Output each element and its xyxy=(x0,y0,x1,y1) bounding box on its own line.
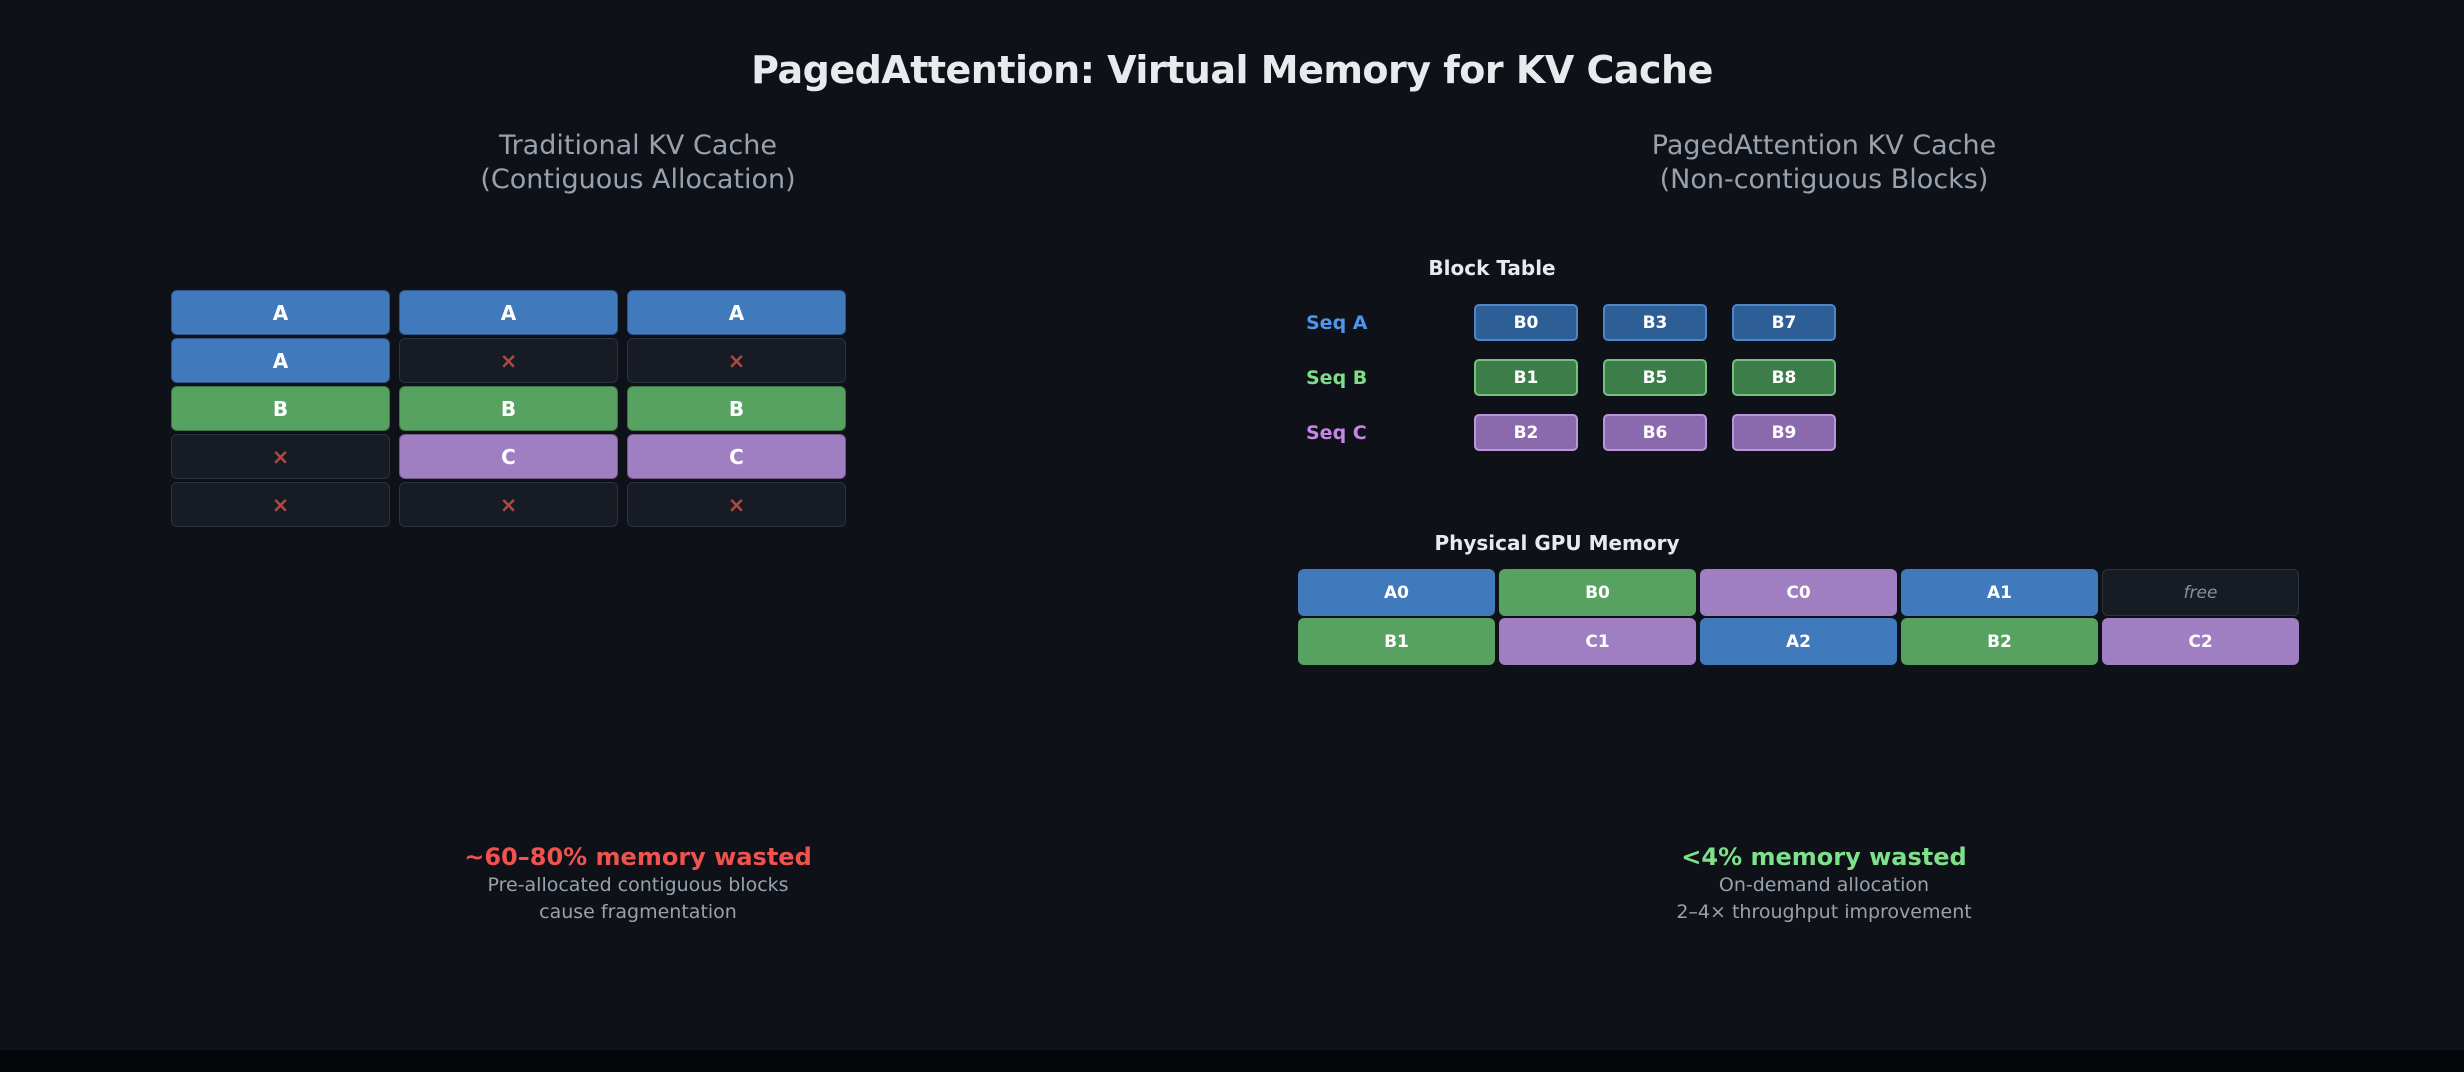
block-id-chip: B3 xyxy=(1603,304,1707,341)
kv-slot-wasted: × xyxy=(627,338,846,383)
memory-block-seq-c: C0 xyxy=(1700,569,1897,616)
kv-slot-wasted: × xyxy=(399,482,618,527)
memory-block-seq-b: B1 xyxy=(1298,618,1495,665)
wasted-memory-headline: ~60–80% memory wasted xyxy=(464,843,812,871)
paged-summary-note-line2: 2–4× throughput improvement xyxy=(1676,901,1972,923)
block-id-chip: B1 xyxy=(1474,359,1578,396)
block-table-row-blocks: B1 B5 B8 xyxy=(1474,359,1836,396)
paged-panel-subtitle-line1: PagedAttention KV Cache xyxy=(1651,130,1997,161)
paged-panel-subtitle-line2: (Non-contiguous Blocks) xyxy=(1659,164,1989,195)
saved-memory-headline: <4% memory wasted xyxy=(1681,843,1967,871)
traditional-panel-subtitle-line2: (Contiguous Allocation) xyxy=(480,164,796,195)
block-id-chip: B7 xyxy=(1732,304,1836,341)
block-id-chip: B6 xyxy=(1603,414,1707,451)
kv-slot-seq-a: A xyxy=(171,290,390,335)
page-title: PagedAttention: Virtual Memory for KV Ca… xyxy=(751,48,1713,92)
paged-summary-note-line1: On-demand allocation xyxy=(1718,874,1930,896)
memory-block-free: free xyxy=(2102,569,2299,616)
block-table-row: Seq C B2 B6 B9 xyxy=(1306,414,1836,451)
paged-summary: <4% memory wasted On-demand allocation 2… xyxy=(1676,842,1971,926)
traditional-panel-subtitle-line1: Traditional KV Cache xyxy=(499,130,777,161)
kv-slot-seq-c: C xyxy=(399,434,618,479)
paged-panel-subtitle: PagedAttention KV Cache (Non-contiguous … xyxy=(1652,129,1996,197)
block-id-chip: B9 xyxy=(1732,414,1836,451)
kv-slot-wasted: × xyxy=(171,434,390,479)
memory-block-seq-b: B2 xyxy=(1901,618,2098,665)
traditional-summary: ~60–80% memory wasted Pre-allocated cont… xyxy=(464,842,812,926)
traditional-panel-subtitle: Traditional KV Cache (Contiguous Allocat… xyxy=(480,129,795,197)
memory-block-seq-b: B0 xyxy=(1499,569,1696,616)
bottom-letterbox-strip xyxy=(0,1050,2464,1072)
memory-block-seq-a: A2 xyxy=(1700,618,1897,665)
seq-a-label: Seq A xyxy=(1306,311,1368,334)
kv-slot-seq-a: A xyxy=(171,338,390,383)
block-table-heading: Block Table xyxy=(1428,256,1556,280)
block-table-row: Seq A B0 B3 B7 xyxy=(1306,304,1836,341)
kv-slot-seq-a: A xyxy=(399,290,618,335)
memory-block-seq-a: A1 xyxy=(1901,569,2098,616)
kv-slot-seq-b: B xyxy=(399,386,618,431)
traditional-summary-note-line2: cause fragmentation xyxy=(539,901,737,923)
kv-slot-seq-b: B xyxy=(627,386,846,431)
kv-slot-wasted: × xyxy=(171,482,390,527)
block-table-row: Seq B B1 B5 B8 xyxy=(1306,359,1836,396)
block-table-row-blocks: B0 B3 B7 xyxy=(1474,304,1836,341)
block-id-chip: B0 xyxy=(1474,304,1578,341)
seq-c-label: Seq C xyxy=(1306,421,1367,444)
block-id-chip: B5 xyxy=(1603,359,1707,396)
memory-block-seq-a: A0 xyxy=(1298,569,1495,616)
kv-slot-seq-c: C xyxy=(627,434,846,479)
seq-b-label: Seq B xyxy=(1306,366,1368,389)
block-table-row-blocks: B2 B6 B9 xyxy=(1474,414,1836,451)
memory-block-seq-c: C2 xyxy=(2102,618,2299,665)
kv-slot-seq-b: B xyxy=(171,386,390,431)
kv-slot-wasted: × xyxy=(627,482,846,527)
kv-slot-seq-a: A xyxy=(627,290,846,335)
block-id-chip: B2 xyxy=(1474,414,1578,451)
gpu-memory-heading: Physical GPU Memory xyxy=(1434,531,1680,555)
kv-slot-wasted: × xyxy=(399,338,618,383)
block-id-chip: B8 xyxy=(1732,359,1836,396)
memory-block-seq-c: C1 xyxy=(1499,618,1696,665)
traditional-summary-note-line1: Pre-allocated contiguous blocks xyxy=(487,874,789,896)
